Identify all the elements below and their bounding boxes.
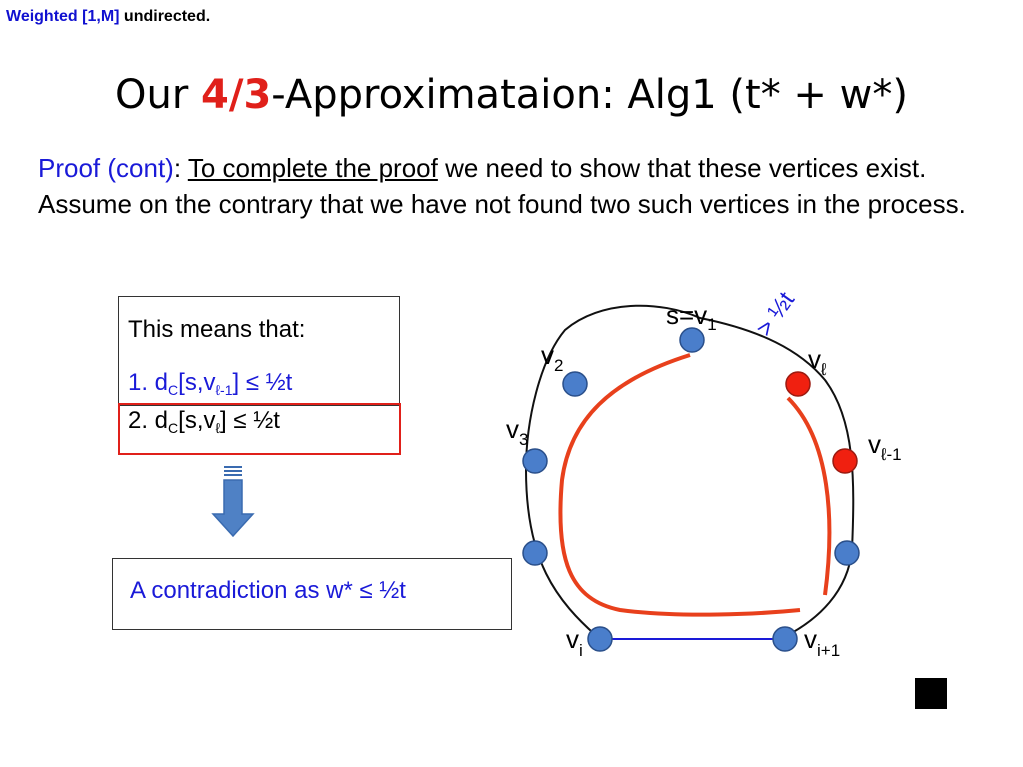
label-half-t: > ½t	[751, 287, 800, 342]
title-accent: 4/3	[201, 72, 272, 118]
title-prefix: Our	[115, 72, 202, 118]
top-note: Weighted [1,M] undirected.	[6, 8, 210, 26]
contradiction-box	[112, 558, 512, 630]
down-arrow-icon	[211, 466, 255, 538]
node-s	[679, 327, 705, 353]
node-vi	[587, 626, 613, 652]
top-note-undirected: undirected.	[119, 8, 211, 25]
node-vl	[785, 371, 811, 397]
node-left-4	[522, 540, 548, 566]
item1-prefix: 1. d	[128, 369, 169, 396]
label-vl: vℓ	[808, 344, 827, 379]
contradiction-text: A contradiction as w* ≤ ½t	[130, 577, 406, 604]
label-v3: v3	[506, 414, 528, 449]
path-right	[786, 396, 832, 596]
item2-suffix: ] ≤ ½t	[220, 407, 280, 434]
node-right-4	[834, 540, 860, 566]
label-vl1: vℓ-1	[868, 429, 902, 464]
node-vi1	[772, 626, 798, 652]
proof-label: Proof (cont)	[38, 153, 174, 183]
item1-mid: [s,v	[178, 369, 216, 396]
label-s: s=v1	[666, 300, 717, 334]
label-vi: vi	[566, 624, 583, 660]
condition-item-1: 1. dC[s,vℓ-1] ≤ ½t	[128, 369, 292, 397]
item2-mid: [s,v	[178, 407, 216, 434]
item2-sub-v: ℓ	[215, 420, 221, 436]
label-v2: v2	[541, 340, 563, 375]
means-box	[118, 296, 400, 406]
means-label: This means that:	[128, 316, 306, 343]
item1-sub-v: ℓ-1	[215, 382, 233, 398]
item1-sub-c: C	[168, 382, 179, 398]
title-suffix: -Approximataion: Alg1 (t* + w*)	[271, 72, 908, 118]
top-note-weighted: Weighted [1,M]	[6, 8, 120, 25]
proof-underlined: To complete the proof	[187, 153, 438, 183]
node-v3	[522, 448, 548, 474]
item2-sub-c: C	[168, 420, 179, 436]
proof-rest: we need to show that these vertices exis…	[38, 153, 966, 219]
highlight-box	[118, 403, 401, 455]
node-v2	[562, 371, 588, 397]
qed-square	[915, 678, 947, 709]
item1-suffix: ] ≤ ½t	[232, 369, 293, 396]
proof-colon: :	[173, 153, 188, 183]
condition-item-2: 2. dC[s,vℓ] ≤ ½t	[128, 407, 280, 435]
item2-prefix: 2. d	[128, 407, 169, 434]
node-vl1	[832, 448, 858, 474]
proof-paragraph: Proof (cont): To complete the proof we n…	[38, 150, 998, 222]
label-vi1: vi+1	[804, 624, 840, 660]
slide-title: Our 4/3-Approximataion: Alg1 (t* + w*)	[0, 72, 1023, 118]
path-left	[558, 353, 801, 617]
